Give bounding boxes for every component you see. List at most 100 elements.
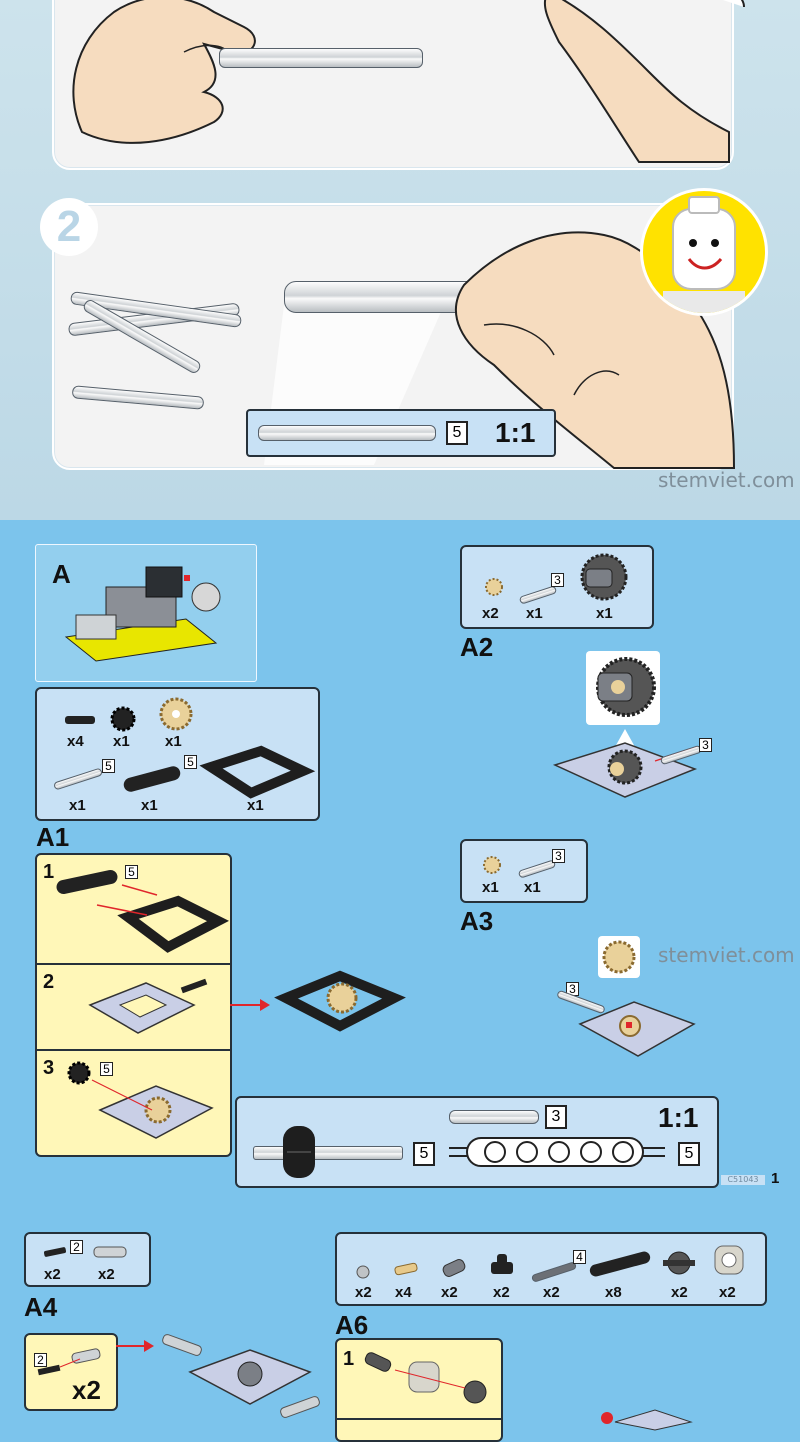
length-label: 3 xyxy=(552,849,565,863)
part-count: x2 xyxy=(441,1284,458,1301)
model-a-illustration xyxy=(64,566,221,662)
loose-axle-4 xyxy=(71,385,205,410)
part-count: x2 xyxy=(543,1284,560,1301)
a1-label: A1 xyxy=(36,822,70,852)
a4-assembly-illustration xyxy=(162,1334,320,1418)
a4-sub-box: 2 x2 xyxy=(24,1333,118,1411)
axle-part xyxy=(530,1261,578,1283)
length-label: 4 xyxy=(573,1250,586,1264)
step-divider xyxy=(337,1418,501,1420)
product-code: C51043 xyxy=(721,1175,765,1185)
part-count: x1 xyxy=(69,797,86,814)
step-number: 2 xyxy=(43,971,55,993)
black-frame-icon xyxy=(199,745,316,799)
differential-gear-icon xyxy=(596,657,656,717)
step-2-panel: 5 1:1 xyxy=(52,203,736,470)
grey-frame-icon xyxy=(88,982,196,1034)
a2-parts-box: x2 3 x1 x1 xyxy=(460,545,654,629)
length-label: 5 xyxy=(125,865,138,879)
part-count: x2 xyxy=(719,1284,736,1301)
pin-arrows xyxy=(180,978,208,994)
minifig-face-icon xyxy=(663,196,745,313)
part-count: x2 xyxy=(44,1266,61,1283)
scale-box: 5 1:1 xyxy=(246,409,556,457)
axle-joint-icon xyxy=(663,1251,695,1275)
scale-label: 1:1 xyxy=(658,1102,699,1133)
black-beam-icon xyxy=(589,1251,651,1277)
small-tan-gear-icon xyxy=(485,578,503,596)
a6-step1-illustration xyxy=(364,1352,487,1404)
assembly-arrows xyxy=(96,884,158,916)
bush-icon xyxy=(356,1265,370,1279)
step-number: 1 xyxy=(43,861,55,883)
part-count: x1 xyxy=(526,605,543,622)
differential-gear-icon xyxy=(580,553,628,601)
part-count: x2 xyxy=(98,1266,115,1283)
axle-part xyxy=(52,767,104,791)
length-label: 2 xyxy=(34,1353,47,1367)
step-number: 1 xyxy=(343,1348,355,1370)
universal-joint-icon xyxy=(93,1246,127,1258)
black-gear-icon xyxy=(67,1061,91,1085)
result-arrow-icon xyxy=(116,1340,154,1352)
pin-and-joint-icon xyxy=(37,1348,101,1376)
right-hand-illustration xyxy=(543,0,745,163)
length-label: 3 xyxy=(545,1105,567,1129)
a6-label: A6 xyxy=(335,1310,369,1340)
scale-axle xyxy=(258,425,436,441)
a3-assembly-illustration xyxy=(578,1001,696,1057)
part-count: x1 xyxy=(165,733,182,750)
black-frame-icon xyxy=(117,895,230,953)
a2-label: A2 xyxy=(460,632,494,662)
part-count: x1 xyxy=(596,605,613,622)
hub-icon xyxy=(714,1245,744,1275)
step-1-panel xyxy=(52,0,745,170)
length-label: 5 xyxy=(413,1142,435,1166)
step-divider xyxy=(37,1049,230,1051)
a3-parts-box: x1 3 x1 xyxy=(460,839,588,903)
tan-pin-icon xyxy=(394,1262,418,1276)
part-count: x2 xyxy=(671,1284,688,1301)
black-beam-with-pins-icon xyxy=(123,766,181,792)
scale-panel: 3 1:1 5 5 xyxy=(235,1096,719,1188)
part-count: x8 xyxy=(605,1284,622,1301)
page-number: 1 xyxy=(771,1170,780,1187)
tan-gear-icon xyxy=(159,697,193,731)
a3-callout xyxy=(598,936,640,978)
length-label: 5 xyxy=(678,1142,700,1166)
scale-label: 1:1 xyxy=(495,417,536,448)
part-count: x4 xyxy=(67,733,84,750)
step-number: 2 xyxy=(40,198,98,256)
part-count: x4 xyxy=(395,1284,412,1301)
part-count: x1 xyxy=(141,797,158,814)
connector-pin-icon xyxy=(65,716,95,724)
part-count: x1 xyxy=(482,879,499,896)
a6-parts-box: x2 x4 x2 x2 4 x2 x8 x2 x2 xyxy=(335,1232,767,1306)
top-instruction-section: 5 1:1 2 stemviet.com xyxy=(0,0,800,520)
black-pin-icon xyxy=(43,1247,67,1257)
a4-parts-box: 2 x2 x2 xyxy=(24,1232,151,1287)
scale-axle-5 xyxy=(253,1146,403,1160)
small-tan-gear-icon xyxy=(602,940,636,974)
grey-connector-icon xyxy=(442,1259,466,1277)
axle-held-in-hand xyxy=(219,48,423,68)
length-label: 2 xyxy=(70,1240,83,1254)
axle-part xyxy=(517,859,557,879)
part-count: x2 xyxy=(482,605,499,622)
length-label: 5 xyxy=(102,759,115,773)
length-label: 5 xyxy=(100,1062,113,1076)
a4-label: A4 xyxy=(24,1292,58,1322)
scale-axle-3 xyxy=(449,1110,539,1124)
part-count: x1 xyxy=(524,879,541,896)
grey-frame-with-gear-icon xyxy=(91,1079,214,1139)
watermark: stemviet.com xyxy=(658,468,795,492)
model-a-box: A xyxy=(35,544,257,682)
part-count: x1 xyxy=(113,733,130,750)
a1-steps-box: 1 5 2 3 5 xyxy=(35,853,232,1157)
step-number: 3 xyxy=(43,1057,55,1079)
partial-assembly-illustration xyxy=(601,1409,693,1431)
small-gear-black-icon xyxy=(110,706,136,732)
a2-assembly-illustration xyxy=(552,729,698,798)
tire-icon xyxy=(283,1126,315,1178)
part-count: x1 xyxy=(247,797,264,814)
